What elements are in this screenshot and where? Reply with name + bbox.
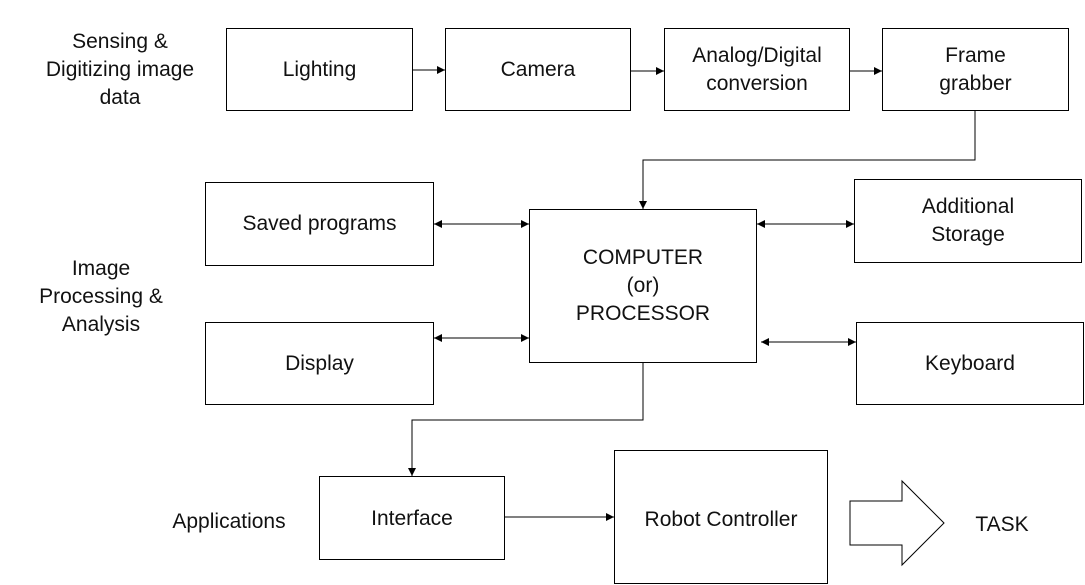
block-ad-conversion: Analog/Digital conversion <box>664 28 850 111</box>
task-label: TASK <box>975 513 1029 536</box>
block-computer: COMPUTER (or) PROCESSOR <box>529 209 757 363</box>
block-computer-label: COMPUTER (or) PROCESSOR <box>575 246 711 325</box>
block-robot-controller-label: Robot Controller <box>644 508 798 531</box>
block-keyboard-label: Keyboard <box>925 351 1015 375</box>
block-display: Display <box>205 322 434 405</box>
block-saved-programs-label: Saved programs <box>242 212 397 235</box>
block-additional-storage: Additional Storage <box>854 179 1082 263</box>
block-interface-label: Interface <box>371 507 453 530</box>
stage-label-applications: Applications <box>172 510 286 533</box>
block-frame-grabber: Frame grabber <box>882 28 1069 111</box>
block-lighting-label: Lighting <box>282 57 357 81</box>
block-ad-conversion-label: Analog/Digital conversion <box>692 43 822 95</box>
stage-label-sensing: Sensing & Digitizing image data <box>45 30 195 109</box>
block-interface: Interface <box>319 476 505 560</box>
stage-label-processing: Image Processing & Analysis <box>39 257 163 336</box>
block-display-label: Display <box>285 351 354 375</box>
arrow-computer-to-interface <box>408 363 644 476</box>
task-block-arrow <box>849 479 945 567</box>
block-frame-grabber-label: Frame grabber <box>939 43 1012 95</box>
block-camera: Camera <box>445 28 631 111</box>
block-saved-programs: Saved programs <box>205 182 434 266</box>
arrow-frame-grabber-to-computer <box>639 111 976 209</box>
block-additional-storage-label: Additional Storage <box>921 195 1015 246</box>
block-camera-label: Camera <box>500 57 576 81</box>
block-keyboard: Keyboard <box>856 322 1084 405</box>
block-robot-controller: Robot Controller <box>614 450 828 584</box>
block-lighting: Lighting <box>226 28 413 111</box>
